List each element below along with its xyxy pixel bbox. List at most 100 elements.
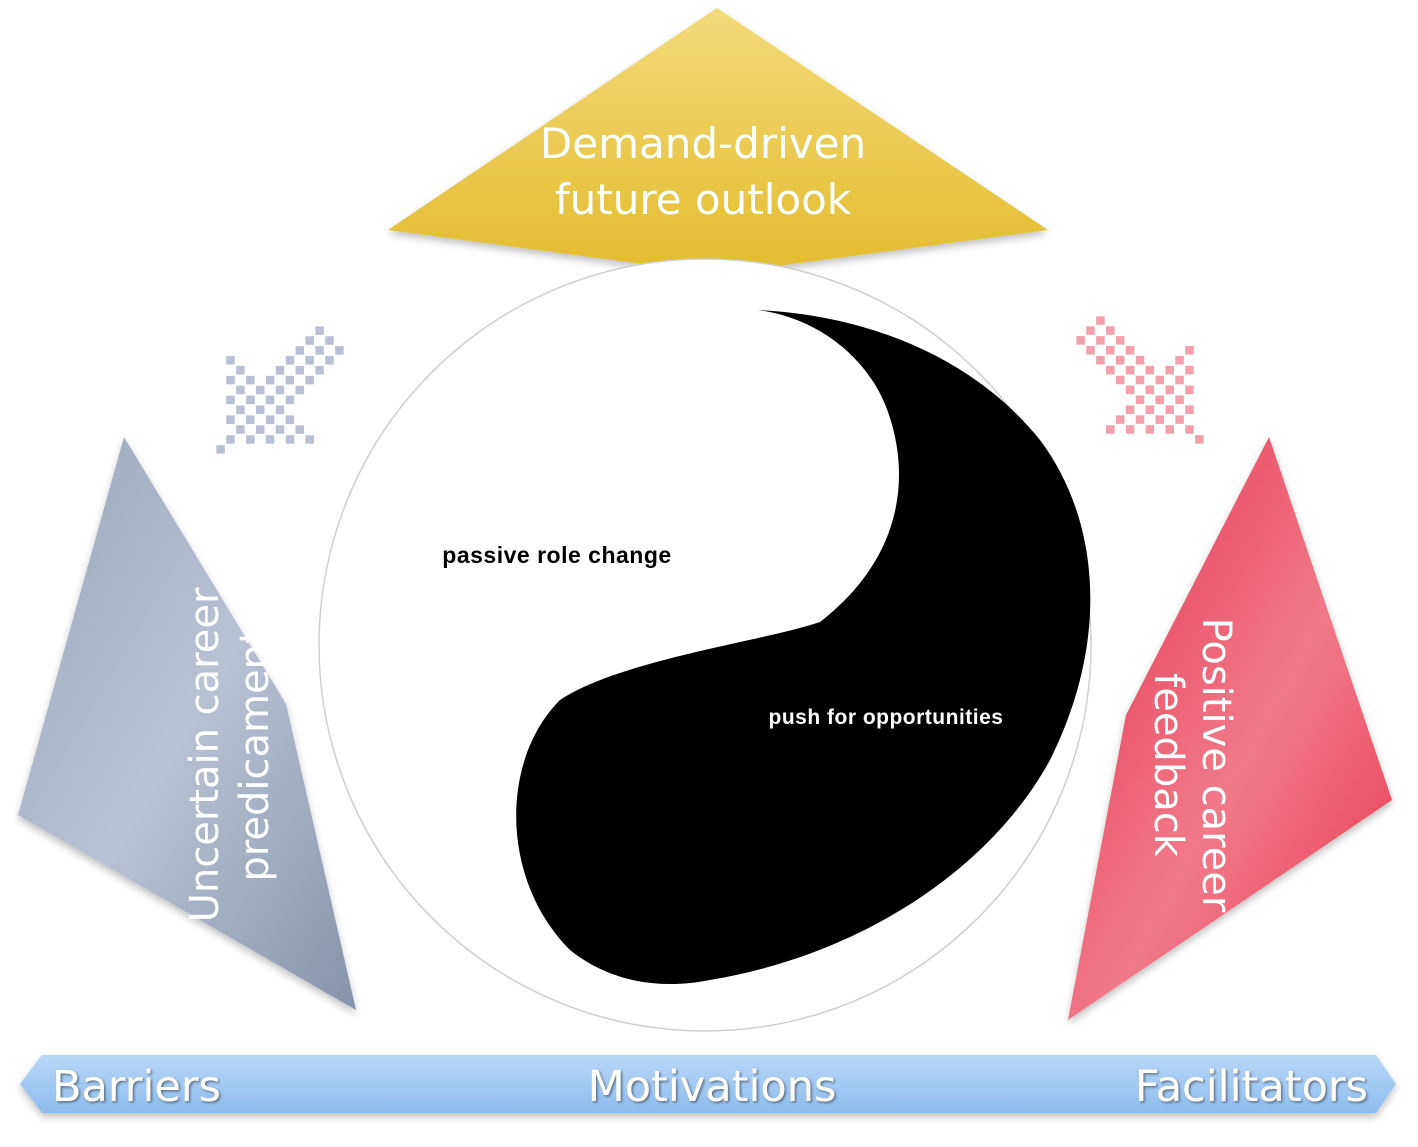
arrow-dot (255, 425, 265, 434)
left-label-line1: Uncertain career (182, 587, 228, 922)
arrow-dot (1125, 365, 1135, 375)
arrow-dot (1076, 336, 1085, 345)
arrow-dot (1106, 326, 1115, 335)
arrow-dot (1185, 405, 1194, 414)
right-dotted-arrow-icon (1076, 316, 1204, 444)
arrow-dot (1106, 346, 1115, 355)
top-label-line2: future outlook (555, 175, 852, 224)
arrow-dot (1165, 425, 1174, 434)
left-shape-group: Uncertain career predicament (18, 437, 356, 1010)
arrow-dot (265, 395, 275, 405)
arrow-dot (275, 365, 285, 375)
arrow-dot (226, 356, 235, 365)
arrow-dot (1165, 385, 1174, 395)
arrow-dot (236, 405, 245, 415)
arrow-dot (265, 375, 275, 385)
arrow-dot (275, 425, 285, 434)
top-triangle-group: Demand-driven future outlook (388, 8, 1048, 274)
motivations-label: Motivations (588, 1062, 837, 1112)
bottom-double-arrow-bar (20, 1055, 1396, 1113)
arrow-dot (255, 385, 265, 395)
arrow-dot (1096, 316, 1105, 325)
arrow-dot (1145, 425, 1155, 434)
passive-role-change-label: passive role change (442, 542, 671, 568)
arrow-dot (315, 346, 324, 355)
arrow-dot (1115, 336, 1125, 345)
top-triangle (388, 8, 1048, 274)
left-label-line2: predicament (232, 628, 278, 881)
arrow-dot (1115, 415, 1125, 424)
right-label-line1: Positive career (1193, 618, 1239, 913)
arrow-dot (246, 375, 255, 385)
arrow-dot (246, 415, 255, 424)
arrow-dot (1086, 326, 1095, 335)
arrow-dot (1195, 435, 1204, 444)
arrow-dot (1125, 405, 1135, 414)
arrow-dot (275, 385, 285, 395)
arrow-dot (285, 356, 295, 365)
arrow-dot (285, 435, 295, 444)
top-label-line1: Demand-driven (540, 119, 866, 168)
arrow-dot (1115, 375, 1125, 385)
arrow-dot (226, 375, 235, 385)
arrow-dot (1185, 365, 1194, 375)
arrow-dot (305, 375, 314, 385)
arrow-dot (1106, 425, 1115, 434)
arrow-dot (285, 415, 295, 424)
left-shape (18, 437, 356, 1010)
arrow-dot (255, 405, 265, 415)
arrow-dot (1155, 415, 1165, 424)
arrow-dot (1175, 415, 1184, 424)
arrow-dot (1185, 425, 1194, 434)
arrow-dot (216, 445, 225, 454)
arrow-dot (1145, 405, 1155, 414)
arrow-dot (246, 435, 255, 444)
arrow-dot (295, 365, 305, 375)
arrow-dot (1145, 365, 1155, 375)
push-for-opportunities-label: push for opportunities (769, 706, 1004, 729)
arrow-dot (1185, 385, 1194, 395)
yin-yang-black-half (516, 310, 1091, 985)
arrow-dot (305, 336, 314, 345)
arrow-dot (226, 435, 235, 444)
arrow-dot (1135, 395, 1145, 405)
arrow-dot (1096, 355, 1105, 365)
arrow-dot (285, 375, 295, 385)
arrow-dot (1145, 385, 1155, 395)
arrow-dot (226, 415, 235, 424)
arrow-dot (305, 356, 314, 365)
arrow-dot (315, 326, 324, 335)
arrow-dot (246, 395, 255, 405)
arrow-dot (1165, 405, 1174, 414)
arrow-dot (1135, 355, 1145, 365)
arrow-dot (325, 356, 334, 365)
arrow-dot (1125, 346, 1135, 355)
arrow-dot (265, 435, 275, 444)
arrow-dot (1115, 355, 1125, 365)
arrow-dot (265, 415, 275, 424)
arrow-dot (1125, 425, 1135, 434)
arrow-dot (1175, 395, 1184, 405)
arrow-dot (325, 336, 334, 345)
arrow-dot (1155, 375, 1165, 385)
arrow-dot (1086, 346, 1095, 355)
arrow-dot (275, 405, 285, 415)
right-shape (1068, 437, 1392, 1020)
arrow-dot (226, 395, 235, 405)
arrow-dot (236, 385, 245, 395)
arrow-dot (1175, 355, 1184, 365)
arrow-dot (1096, 336, 1105, 345)
arrow-dot (1175, 375, 1184, 385)
arrow-dot (1135, 375, 1145, 385)
arrow-dot (295, 346, 305, 355)
arrow-dot (1135, 415, 1145, 424)
arrow-dot (236, 365, 245, 375)
arrow-dot (315, 365, 324, 375)
arrow-dot (1155, 395, 1165, 405)
right-label-line2: feedback (1145, 673, 1191, 858)
yin-yang-icon: passive role change push for opportuniti… (318, 258, 1092, 1032)
arrow-dot (1125, 385, 1135, 395)
left-dotted-arrow-icon (216, 326, 344, 454)
arrow-dot (295, 385, 305, 395)
